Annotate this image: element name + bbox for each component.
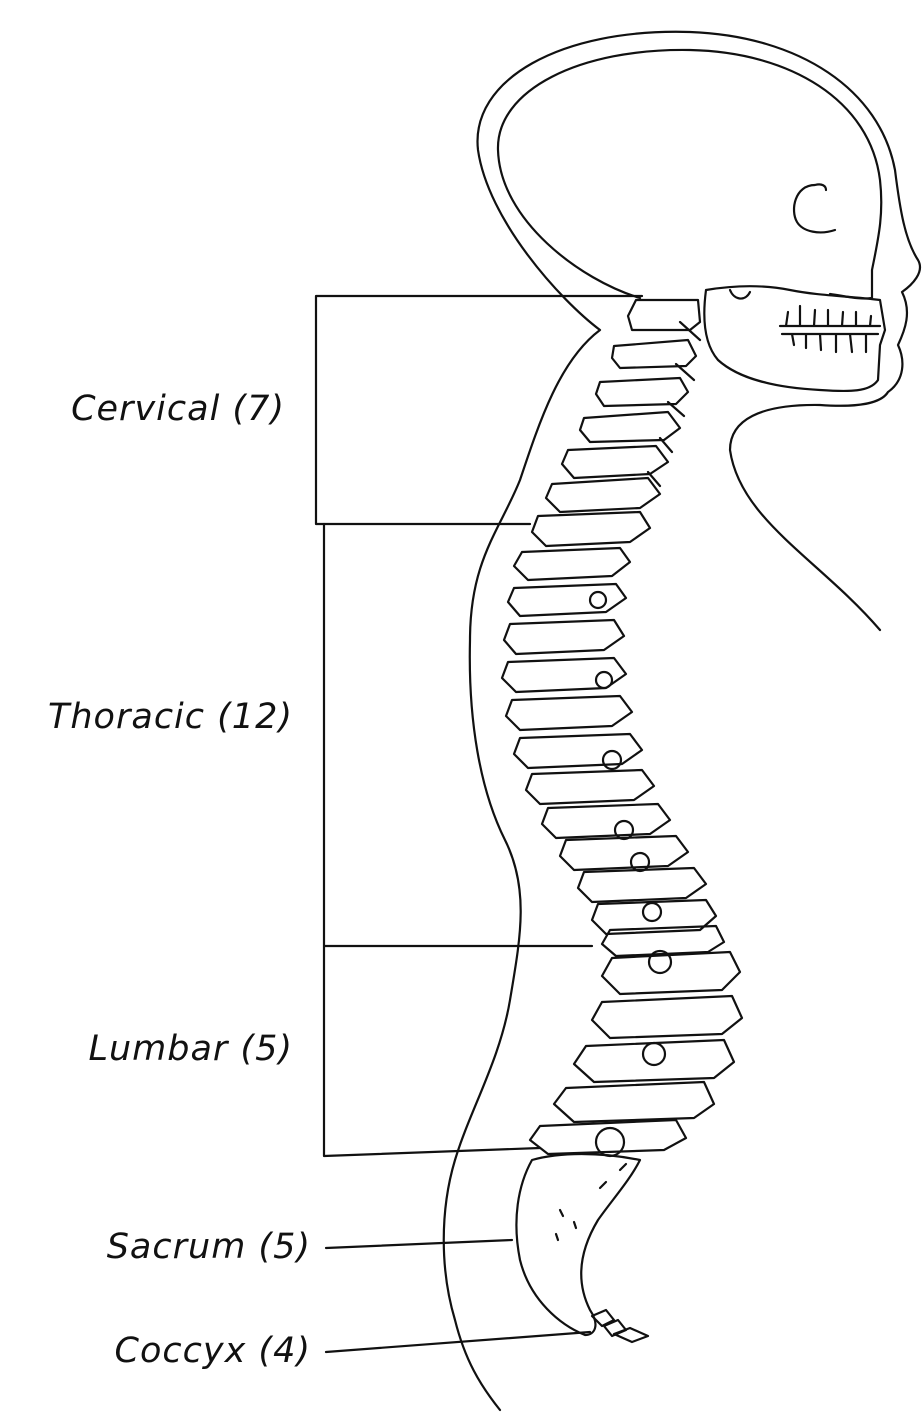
lumbar-vertebrae [530, 951, 742, 1156]
label-coccyx: Coccyx (4) [115, 1334, 311, 1369]
body-outline-outer [444, 32, 920, 1410]
label-thoracic: Thoracic (12) [48, 700, 293, 735]
eye-socket [794, 184, 835, 232]
mandible [704, 286, 885, 391]
leader-coccyx [326, 1332, 590, 1352]
jaw-notch [730, 290, 750, 299]
label-cervical: Cervical (7) [71, 392, 285, 427]
bracket-thoracic-lumbar [324, 524, 592, 1156]
thoracic-vertebrae [502, 548, 724, 956]
sacrum [516, 1154, 640, 1335]
skull-outline [498, 50, 881, 299]
cervical-vertebrae [532, 300, 700, 546]
upper-teeth [780, 306, 880, 326]
label-sacrum: Sacrum (5) [107, 1230, 311, 1265]
leader-sacrum [326, 1240, 512, 1248]
lower-teeth [782, 334, 878, 352]
label-lumbar: Lumbar (5) [88, 1032, 293, 1067]
coccyx [592, 1310, 648, 1342]
sacral-marks [556, 1164, 626, 1240]
bracket-cervical [316, 296, 642, 524]
